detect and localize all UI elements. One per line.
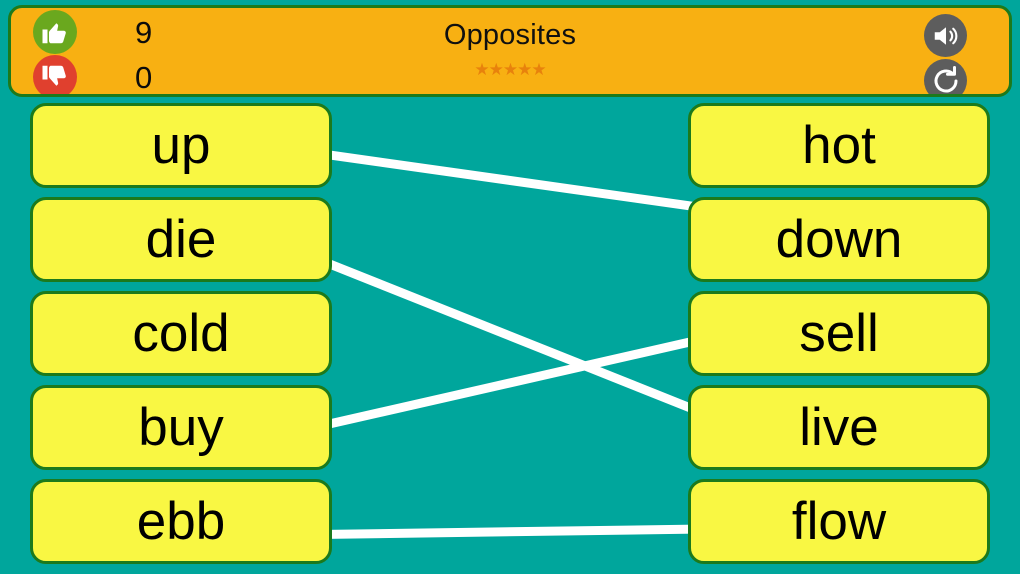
- speaker-icon: [934, 26, 957, 45]
- word-tile-cold[interactable]: cold: [30, 291, 332, 376]
- wrong-score-value: 0: [135, 59, 153, 95]
- word-tile-label: cold: [132, 304, 230, 363]
- thumbs-down-icon: [33, 55, 77, 94]
- correct-score-value: 9: [135, 14, 153, 50]
- word-tile-down[interactable]: down: [688, 197, 990, 282]
- word-tile-ebb[interactable]: ebb: [30, 479, 332, 564]
- refresh-icon: [934, 65, 957, 92]
- word-tile-sell[interactable]: sell: [688, 291, 990, 376]
- word-tile-label: buy: [138, 398, 224, 457]
- header-bar: 9 0 Opposites ★★★★★: [8, 5, 1012, 97]
- word-tile-label: live: [799, 398, 879, 457]
- word-tile-label: die: [145, 210, 217, 269]
- word-tile-label: up: [151, 116, 211, 175]
- word-tile-label: hot: [802, 116, 876, 175]
- thumbs-up-icon: [33, 10, 77, 54]
- word-tile-label: ebb: [136, 492, 226, 551]
- refresh-button[interactable]: [924, 59, 967, 94]
- word-tile-label: down: [775, 210, 903, 269]
- word-tile-label: flow: [791, 492, 887, 551]
- word-tile-label: sell: [799, 304, 879, 363]
- word-tile-flow[interactable]: flow: [688, 479, 990, 564]
- word-tile-buy[interactable]: buy: [30, 385, 332, 470]
- word-tile-live[interactable]: live: [688, 385, 990, 470]
- wrong-score-row: 0: [33, 54, 153, 95]
- word-tile-die[interactable]: die: [30, 197, 332, 282]
- correct-score-row: 9: [33, 9, 152, 55]
- score-panel: 9 0: [33, 8, 233, 94]
- connection-line-die-live: [275, 238, 725, 426]
- word-tile-hot[interactable]: hot: [688, 103, 990, 188]
- word-tile-up[interactable]: up: [30, 103, 332, 188]
- sound-button[interactable]: [924, 14, 967, 57]
